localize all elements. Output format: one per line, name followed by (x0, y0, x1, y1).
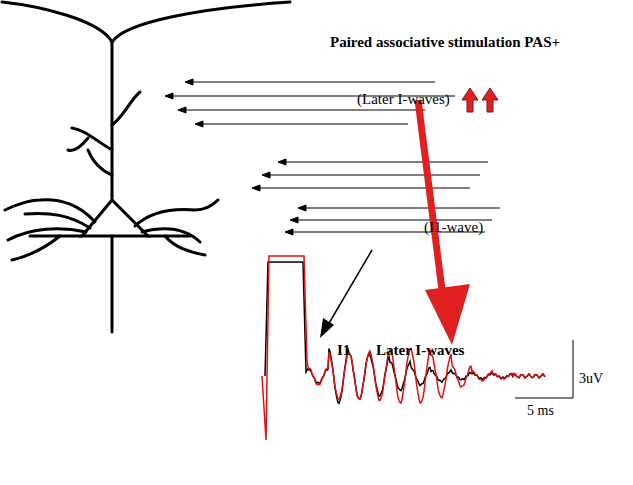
arrow-head (252, 185, 260, 191)
time-scale: 5 ms (527, 403, 554, 418)
scale-bar (515, 340, 573, 398)
arrow-head (185, 79, 193, 85)
pyramidal-neuron (2, 2, 290, 332)
trace-label: I1 (337, 342, 350, 359)
facilitation-arrows (462, 88, 498, 112)
stimulus-arrow (304, 208, 500, 209)
wave-label: (I1-wave) (424, 219, 483, 236)
arrow-head (195, 121, 203, 127)
wave-label: (Later I-waves) (357, 91, 450, 108)
arrow-head (178, 107, 186, 113)
stimulus-arrow (258, 188, 470, 189)
pas-trace (262, 256, 545, 440)
stimulus-arrow (201, 124, 408, 125)
stimulus-arrow (284, 162, 488, 163)
arrow-head (165, 93, 173, 99)
stimulus-arrow (268, 175, 480, 176)
stimulus-arrow (184, 110, 425, 111)
amplitude-scale: 3uV (579, 371, 603, 386)
arrow-head (298, 205, 306, 211)
trace-label: Later I-waves (376, 342, 464, 359)
stimulus-arrow (191, 82, 435, 83)
arrow-head (278, 159, 286, 165)
arrow-head (285, 229, 293, 235)
arrow-head (290, 217, 298, 223)
figure-title: Paired associative stimulation PAS+ (330, 34, 560, 51)
stimulus-arrows (165, 79, 500, 235)
eeg-traces (262, 256, 545, 440)
arrow-head (262, 172, 270, 178)
